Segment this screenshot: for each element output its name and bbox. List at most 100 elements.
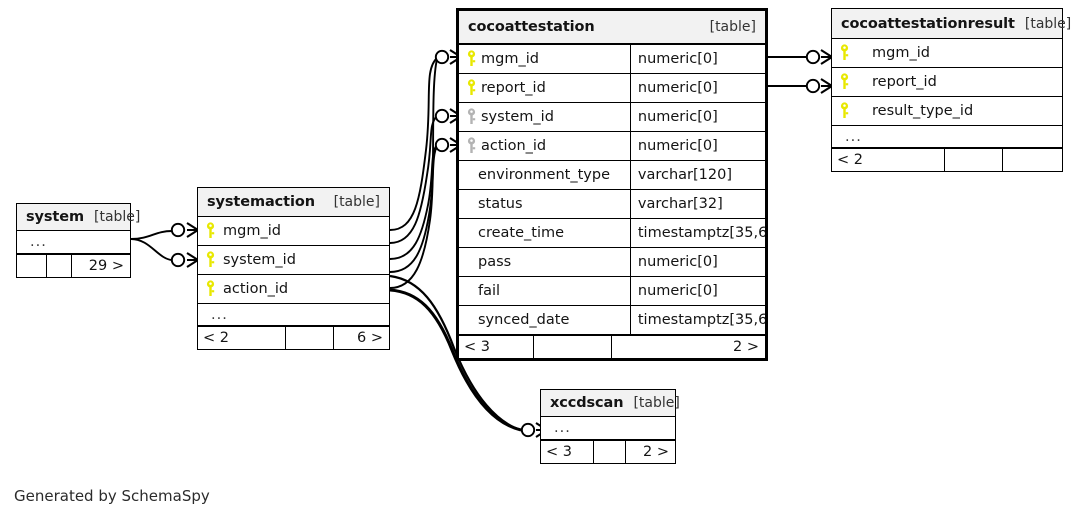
footer-middle bbox=[47, 255, 72, 277]
table-row[interactable]: action_id bbox=[198, 275, 389, 304]
table-row[interactable]: system_id numeric[0] bbox=[459, 103, 765, 132]
cardinality-circle bbox=[434, 49, 450, 65]
column-type: timestamptz[35,6] bbox=[629, 219, 765, 247]
column-type: numeric[0] bbox=[629, 45, 765, 73]
column-type: numeric[0] bbox=[629, 277, 765, 305]
table-title: xccdscan bbox=[550, 395, 624, 411]
table-header-cocoattestation: cocoattestation [table] bbox=[459, 11, 765, 45]
cardinality-circle bbox=[434, 108, 450, 124]
ellipsis-label: ... bbox=[211, 306, 228, 323]
foreign-key-icon bbox=[466, 108, 477, 126]
table-row[interactable]: result_type_id bbox=[832, 97, 1062, 126]
edge-system-systemaction-mgmid bbox=[130, 230, 173, 240]
column-name: mgm_id bbox=[223, 223, 281, 239]
column-name: report_id bbox=[481, 80, 546, 96]
column-name: environment_type bbox=[478, 167, 610, 183]
table-row[interactable]: mgm_id bbox=[198, 217, 389, 246]
table-header-system: system [table] bbox=[17, 204, 140, 231]
column-type: numeric[0] bbox=[629, 74, 765, 102]
column-type: numeric[0] bbox=[629, 103, 765, 131]
table-row[interactable]: synced_date timestamptz[35,6] bbox=[459, 306, 765, 335]
footer-right-count[interactable]: 6 > bbox=[357, 330, 383, 346]
table-cocoattestation[interactable]: cocoattestation [table] mgm_id numeric[0… bbox=[456, 8, 768, 361]
table-row[interactable]: pass numeric[0] bbox=[459, 248, 765, 277]
footer-right-count bbox=[1003, 149, 1062, 171]
primary-key-icon bbox=[839, 102, 850, 120]
table-row[interactable]: mgm_id bbox=[832, 39, 1062, 68]
table-more-rows: ... bbox=[198, 304, 389, 326]
cardinality-circle bbox=[805, 49, 821, 65]
footer-right-count[interactable]: 2 > bbox=[643, 444, 669, 460]
table-type-tag: [table] bbox=[94, 209, 141, 225]
table-header-xccdscan: xccdscan [table] bbox=[541, 390, 680, 417]
table-more-rows: ... bbox=[541, 417, 675, 440]
footer-left-count[interactable]: < 3 bbox=[541, 441, 594, 463]
table-row[interactable]: mgm_id numeric[0] bbox=[459, 45, 765, 74]
edge-systemaction-cocoattestation-5 bbox=[389, 58, 438, 289]
table-title: systemaction bbox=[207, 194, 315, 210]
table-footer-systemaction: < 2 6 > bbox=[198, 326, 389, 349]
table-row[interactable]: fail numeric[0] bbox=[459, 277, 765, 306]
cardinality-circle bbox=[170, 222, 186, 238]
column-type: timestamptz[35,6] bbox=[629, 306, 765, 334]
table-row[interactable]: create_time timestamptz[35,6] bbox=[459, 219, 765, 248]
footer-left-count[interactable]: < 2 bbox=[832, 149, 945, 171]
table-row[interactable]: environment_type varchar[120] bbox=[459, 161, 765, 190]
footer-left-count bbox=[17, 255, 47, 277]
table-row[interactable]: system_id bbox=[198, 246, 389, 275]
table-cocoattestationresult[interactable]: cocoattestationresult [table] mgm_id rep… bbox=[831, 8, 1071, 172]
table-header-systemaction: systemaction [table] bbox=[198, 188, 389, 217]
column-name: system_id bbox=[481, 109, 554, 125]
column-type: numeric[0] bbox=[629, 248, 765, 276]
footer-middle bbox=[594, 441, 626, 463]
table-systemaction[interactable]: systemaction [table] mgm_id system_id bbox=[197, 187, 390, 350]
table-xccdscan[interactable]: xccdscan [table] ... < 3 2 > bbox=[540, 389, 680, 464]
column-name: report_id bbox=[872, 74, 937, 90]
primary-key-icon bbox=[466, 50, 477, 68]
footer-middle bbox=[286, 327, 334, 349]
table-more-rows: ... bbox=[832, 126, 1062, 148]
table-row[interactable]: status varchar[32] bbox=[459, 190, 765, 219]
column-name: action_id bbox=[223, 281, 289, 297]
column-name: system_id bbox=[223, 252, 296, 268]
primary-key-icon bbox=[205, 280, 216, 298]
column-name: action_id bbox=[481, 138, 547, 154]
table-row[interactable]: report_id numeric[0] bbox=[459, 74, 765, 103]
edge-systemaction-cocoattestation-3 bbox=[389, 144, 438, 260]
table-row[interactable]: report_id bbox=[832, 68, 1062, 97]
table-title: cocoattestation bbox=[468, 19, 595, 35]
edge-systemaction-cocoattestation-1 bbox=[389, 57, 438, 231]
column-name: status bbox=[478, 196, 523, 212]
edge-system-systemaction-systemid bbox=[130, 238, 173, 261]
table-footer-cocoattestation: < 3 2 > bbox=[459, 335, 765, 358]
table-footer-system: 29 > bbox=[17, 254, 130, 277]
footer-right-count[interactable]: 29 > bbox=[88, 258, 124, 274]
ellipsis-label: ... bbox=[30, 234, 47, 250]
footer-right-count[interactable]: 2 > bbox=[733, 339, 759, 355]
column-type: varchar[32] bbox=[629, 190, 765, 218]
table-header-cocoattestationresult: cocoattestationresult [table] bbox=[832, 9, 1071, 39]
column-type: numeric[0] bbox=[629, 132, 765, 160]
table-row[interactable]: action_id numeric[0] bbox=[459, 132, 765, 161]
column-name: create_time bbox=[478, 225, 565, 241]
table-type-tag: [table] bbox=[1024, 15, 1072, 32]
table-more-rows: ... bbox=[17, 231, 130, 254]
table-system[interactable]: system [table] ... 29 > bbox=[16, 203, 140, 278]
column-type: varchar[120] bbox=[629, 161, 765, 189]
table-type-tag: [table] bbox=[709, 19, 756, 35]
table-title: cocoattestationresult bbox=[841, 15, 1015, 32]
footer-left-count[interactable]: < 2 bbox=[198, 327, 286, 349]
primary-key-icon bbox=[466, 79, 477, 97]
cardinality-circle bbox=[520, 422, 536, 438]
table-type-tag: [table] bbox=[633, 395, 680, 411]
footer-left-count[interactable]: < 3 bbox=[459, 336, 534, 358]
column-name: mgm_id bbox=[481, 51, 539, 67]
table-footer-cocoattestationresult: < 2 bbox=[832, 148, 1062, 171]
foreign-key-icon bbox=[466, 137, 477, 155]
cardinality-circle bbox=[170, 252, 186, 268]
table-type-tag: [table] bbox=[333, 194, 380, 210]
primary-key-icon bbox=[839, 44, 850, 62]
footer-middle bbox=[534, 336, 612, 358]
generated-by-caption: Generated by SchemaSpy bbox=[14, 487, 210, 505]
